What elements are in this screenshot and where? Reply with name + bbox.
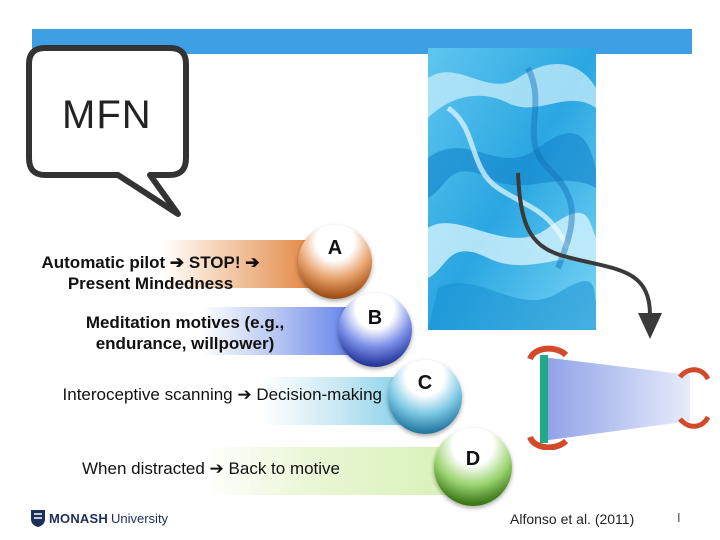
flow-valve-icon [527, 345, 711, 450]
page-marker: I [677, 510, 681, 525]
step-a-letter: A [327, 237, 343, 259]
step-b-text: Meditation motives (e.g., endurance, wil… [85, 313, 285, 353]
step-a-bar [28, 240, 328, 288]
step-b-ball: B [338, 293, 412, 367]
step-a-text: Automatic pilot ➔ STOP! ➔ Present Minded… [41, 253, 260, 293]
citation: Alfonso et al. (2011) [510, 511, 635, 527]
step-b-bar [40, 307, 375, 355]
step-d-bar [60, 447, 470, 495]
step-d-text: When distracted ➔ Back to motive [82, 459, 341, 478]
logo-name: MONASH [49, 510, 108, 526]
water-image [428, 48, 596, 330]
step-c-ball: C [388, 360, 462, 434]
step-a-ball: A [298, 225, 372, 299]
step-d-ball: D [434, 428, 512, 506]
curved-arrow-icon [516, 172, 662, 339]
monash-shield-icon [31, 510, 45, 527]
step-c-letter: C [417, 372, 433, 394]
step-c-text: Interoceptive scanning ➔ Decision-making [62, 385, 382, 404]
bubble-label: MFN [62, 93, 152, 137]
logo-suffix: University [110, 510, 169, 526]
speech-bubble [26, 45, 189, 217]
step-d-letter: D [465, 448, 481, 470]
step-c-bar [40, 377, 410, 425]
step-b-letter: B [367, 307, 383, 329]
